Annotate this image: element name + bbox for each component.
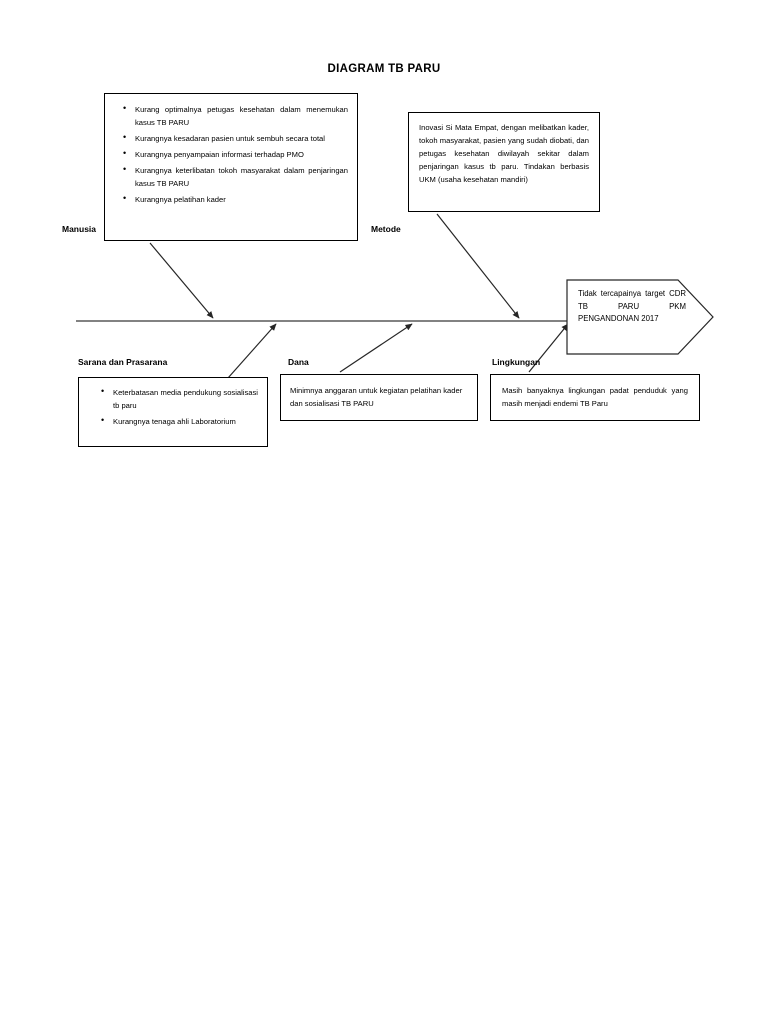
branch-line-sarana: [227, 323, 277, 379]
category-label-manusia: Manusia: [62, 224, 97, 234]
page-title: DIAGRAM TB PARU: [327, 63, 441, 75]
effect-head-shape: [566, 279, 714, 355]
cause-box-dana: Minimnya anggaran untuk kegiatan pelatih…: [280, 374, 478, 421]
category-label-dana: Dana: [288, 357, 309, 367]
cause-item: Kurangnya kesadaran pasien untuk sembuh …: [122, 131, 348, 145]
cause-list-manusia: Kurang optimalnya petugas kesehatan dala…: [122, 102, 348, 206]
cause-box-manusia: Kurang optimalnya petugas kesehatan dala…: [104, 93, 358, 241]
category-label-lingkungan: Lingkungan: [492, 357, 541, 367]
cause-text-metode: Inovasi Si Mata Empat, dengan melibatkan…: [419, 123, 589, 184]
category-label-metode: Metode: [371, 224, 401, 234]
branch-line-metode: [436, 213, 520, 319]
cause-item: Keterbatasan media pendukung sosialisasi…: [100, 385, 258, 412]
cause-item: Kurangnya pelatihan kader: [122, 192, 348, 206]
cause-text-dana: Minimnya anggaran untuk kegiatan pelatih…: [290, 386, 463, 408]
cause-list-sarana: Keterbatasan media pendukung sosialisasi…: [100, 385, 258, 428]
effect-head-text: Tidak tercapainya target CDR TB PARU PKM…: [578, 289, 686, 323]
branch-line-manusia: [149, 242, 214, 319]
cause-item: Kurangnya penyampaian informasi terhadap…: [122, 147, 348, 161]
cause-box-metode: Inovasi Si Mata Empat, dengan melibatkan…: [408, 112, 600, 212]
branch-line-lingkungan: [528, 323, 569, 373]
branch-line-dana: [339, 323, 413, 373]
effect-head-box: Tidak tercapainya target CDR TB PARU PKM…: [566, 279, 714, 355]
cause-item: Kurangnya tenaga ahli Laboratorium: [100, 414, 258, 428]
cause-text-lingkungan: Masih banyaknya lingkungan padat pendudu…: [502, 386, 688, 408]
cause-item: Kurangnya keterlibatan tokoh masyarakat …: [122, 163, 348, 190]
cause-box-lingkungan: Masih banyaknya lingkungan padat pendudu…: [490, 374, 700, 421]
cause-item: Kurang optimalnya petugas kesehatan dala…: [122, 102, 348, 129]
category-label-sarana: Sarana dan Prasarana: [78, 357, 168, 367]
cause-box-sarana: Keterbatasan media pendukung sosialisasi…: [78, 377, 268, 447]
